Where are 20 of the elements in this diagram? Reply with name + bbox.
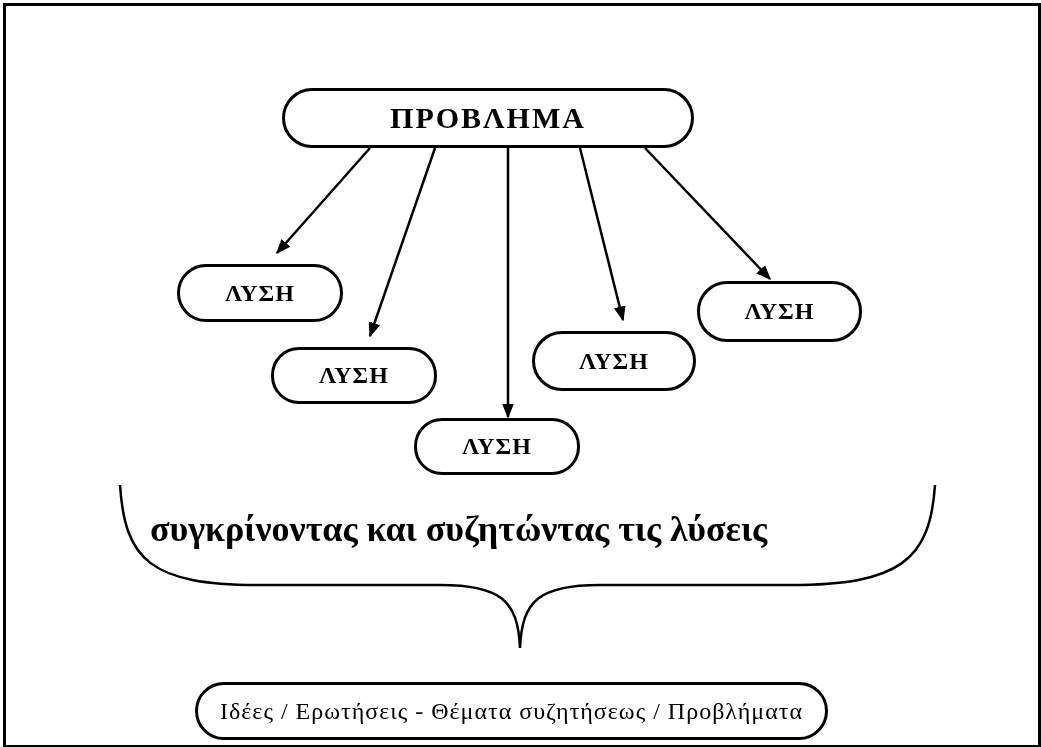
brace-caption: συγκρίνοντας και συζητώντας τις λύσεις — [150, 508, 768, 550]
node-text: ΛΥΣΗ — [744, 298, 815, 325]
arrow — [276, 147, 371, 255]
rounded-box — [532, 331, 696, 391]
arrow — [502, 148, 514, 419]
arrow — [578, 147, 626, 322]
node-text: ΛΥΣΗ — [225, 279, 295, 307]
node-text: Ιδέες / Ερωτήσεις - Θέματα συζητήσεως / Προβλήματα — [220, 697, 803, 725]
arrow — [644, 147, 772, 281]
rounded-box — [271, 347, 437, 404]
problem-box — [282, 88, 694, 148]
node-text: ΛΥΣΗ — [319, 362, 389, 389]
node-text: ΛΥΣΗ — [579, 347, 649, 375]
node-text: ΛΥΣΗ — [462, 433, 532, 460]
arrow — [368, 147, 437, 338]
rounded-box — [697, 281, 862, 342]
rounded-box — [414, 418, 580, 475]
node-text: ΠΡΟΒΛΗΜΑ — [390, 101, 586, 135]
rounded-box — [195, 682, 828, 740]
rounded-box — [177, 264, 343, 322]
